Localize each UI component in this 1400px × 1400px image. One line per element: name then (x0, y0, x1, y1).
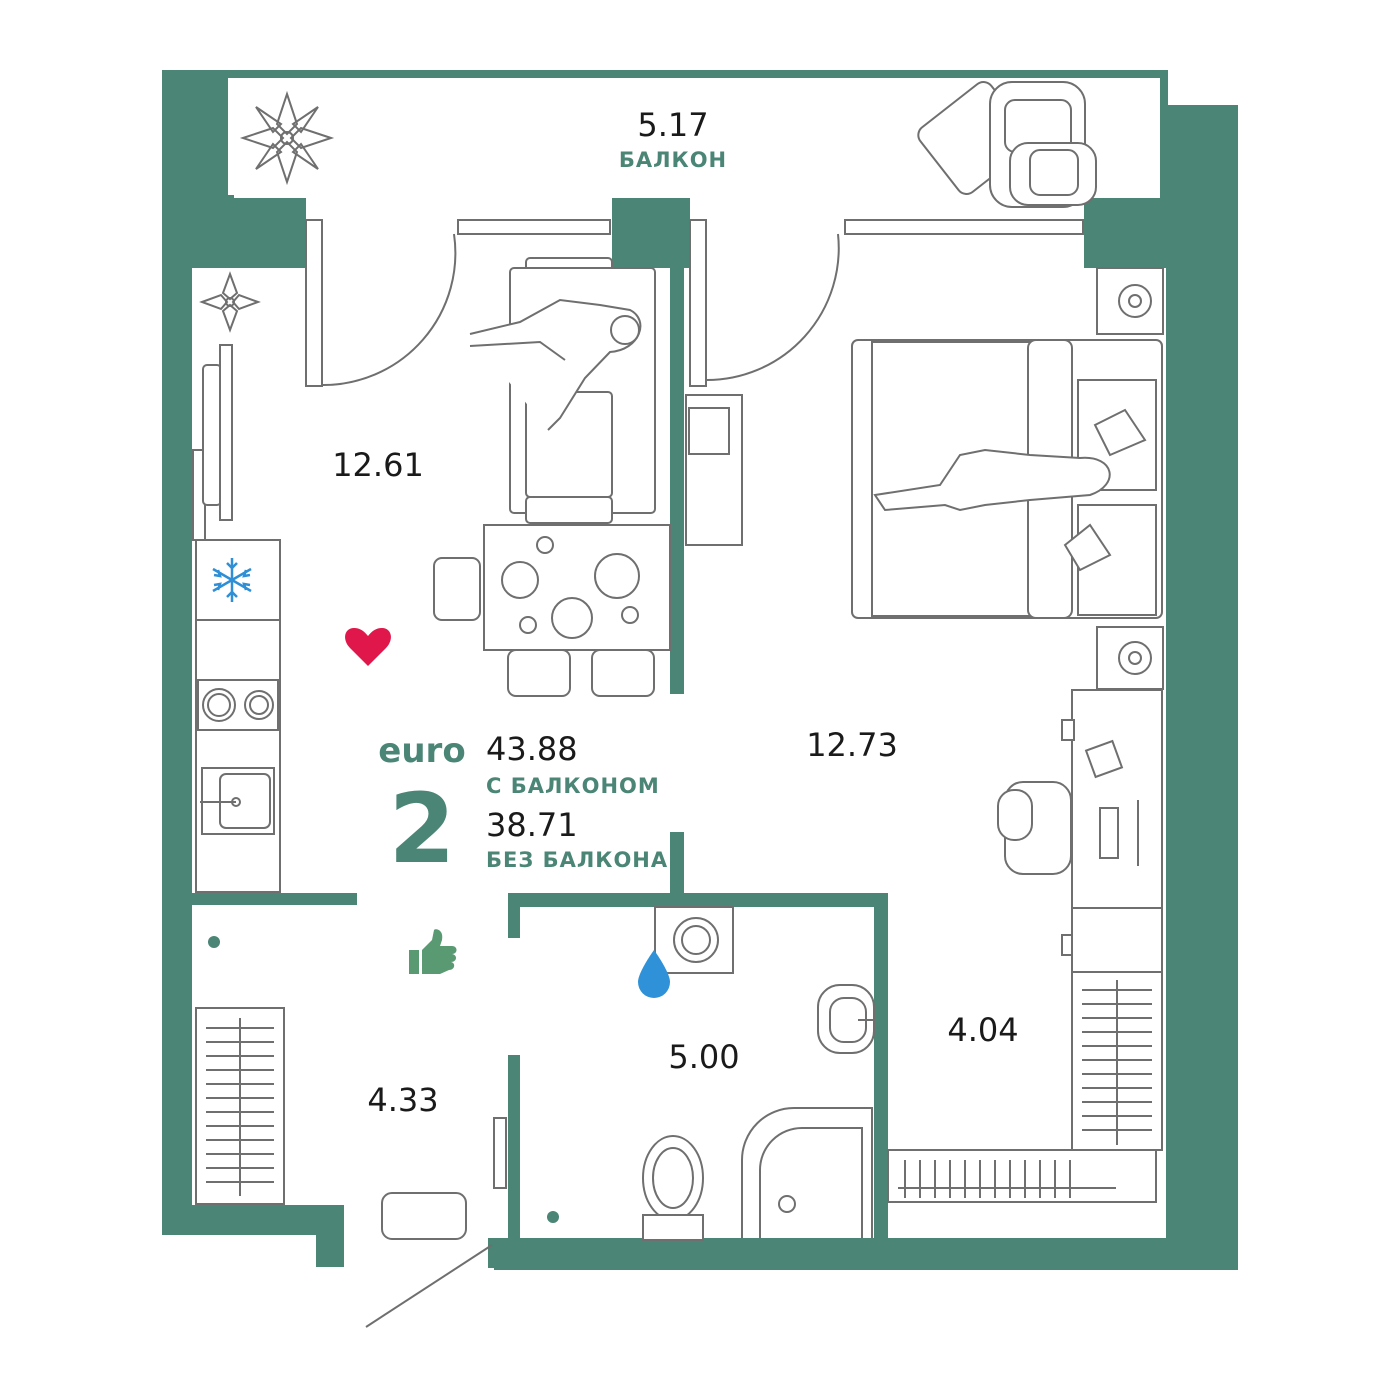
hanger-lines (898, 980, 1152, 1198)
balcony-label: БАЛКОН (619, 148, 727, 172)
tv-stand (192, 344, 233, 541)
flower-icon (199, 271, 261, 333)
area-with-balcony: 43.88 (486, 730, 578, 768)
balcony-area: 5.17 (637, 106, 708, 144)
bedroom-area: 12.73 (806, 726, 898, 764)
hallway-hangers (206, 1018, 274, 1196)
without-balcony-label: БЕЗ БАЛКОНА (486, 848, 668, 872)
kitchen-living-area: 12.61 (332, 446, 424, 484)
type-label: euro (378, 731, 465, 771)
flower-icon (239, 90, 335, 186)
thumbs-up-icon (409, 929, 457, 974)
marker-dot (547, 1211, 559, 1223)
walls (162, 70, 1238, 1270)
wardrobe-area: 4.04 (947, 1011, 1018, 1049)
heart-icon (345, 628, 391, 666)
sofa (469, 257, 656, 524)
snowflake-icon (212, 558, 252, 602)
windows-doors (305, 219, 1084, 1328)
marker-dot (208, 936, 220, 948)
dining-table (433, 524, 671, 697)
water-drop-icon (638, 950, 670, 998)
bathroom-area: 5.00 (668, 1038, 739, 1076)
rooms-count: 2 (389, 773, 456, 885)
bathroom-fixtures (642, 906, 875, 1241)
armchair-set (917, 81, 1097, 208)
bedroom-furniture (685, 267, 1164, 690)
with-balcony-label: С БАЛКОНОМ (486, 774, 660, 798)
area-without-balcony: 38.71 (486, 806, 578, 844)
hallway-area: 4.33 (367, 1081, 438, 1119)
desk (997, 689, 1163, 956)
kitchen-counter (195, 539, 281, 893)
wardrobe-rail (887, 907, 1163, 1203)
